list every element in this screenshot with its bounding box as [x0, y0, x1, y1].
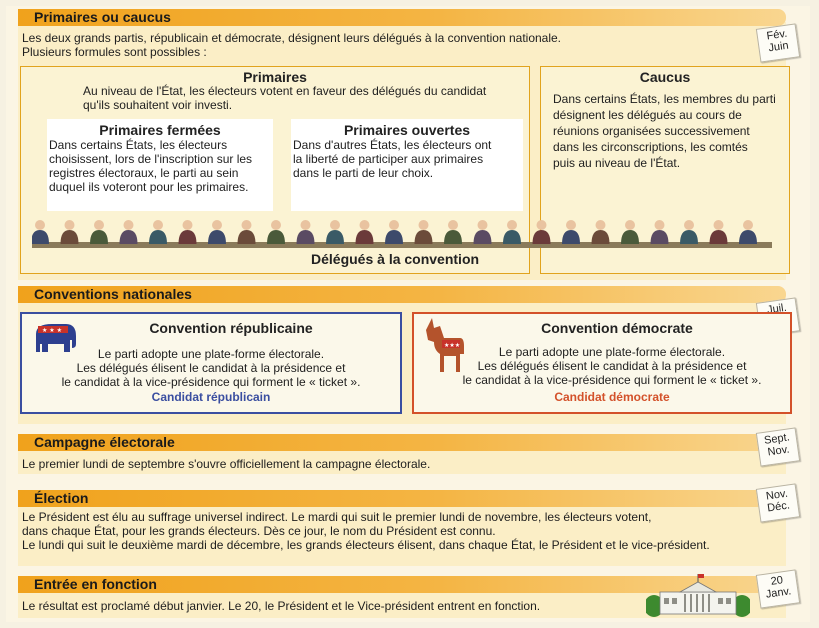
delegate-figure: [119, 220, 138, 244]
donkey-icon: ★★★: [426, 318, 464, 372]
democrat-line: Les délégués élisent le candidat à la pr…: [477, 359, 747, 373]
delegate-figure: [532, 220, 551, 244]
delegates-label: Délégués à la convention: [311, 251, 480, 267]
delegate-figure: [32, 220, 49, 244]
closed-primaries-line: Dans certains États, les électeurs: [49, 138, 228, 152]
primaries-band: Primaires ou caucus: [18, 9, 786, 26]
open-primaries-line: la liberté de participer aux primaires: [293, 152, 484, 166]
caucus-line: désignent les délégués au cours de: [553, 108, 742, 122]
open-primaries-box: Primaires ouvertes Dans d'autres États, …: [291, 119, 523, 211]
delegate-figure: [503, 220, 521, 244]
closed-primaries-line: choisissent, lors de l'inscription sur l…: [49, 152, 253, 166]
democrat-heading: Convention démocrate: [541, 320, 693, 336]
electoral-process-diagram: Primaires ou caucus Les deux grands part…: [6, 6, 810, 622]
delegates-bench: [32, 242, 772, 248]
delegate-figure: [355, 220, 374, 244]
open-primaries-line: Dans d'autres États, les électeurs ont: [293, 138, 492, 152]
delegate-figure: [60, 220, 79, 244]
inauguration-title: Entrée en fonction: [34, 576, 157, 592]
closed-primaries-line: registres électoraux, le parti au sein: [49, 166, 239, 180]
republican-line: Le parti adopte une plate-forme électora…: [97, 347, 325, 361]
delegate-figure: [739, 220, 757, 244]
democrat-convention-box: ★★★ Convention démocrate Le parti adopte…: [412, 312, 792, 414]
closed-primaries-box: Primaires fermées Dans certains États, l…: [47, 119, 273, 211]
delegate-figure: [326, 220, 344, 244]
campaign-band: Campagne électorale: [18, 434, 786, 451]
date-note-inauguration: 20 Janv.: [755, 569, 801, 609]
republican-line: le candidat à la vice-présidence qui for…: [61, 375, 361, 389]
primaries-text-1: Au niveau de l'État, les électeurs voten…: [83, 84, 487, 98]
republican-convention-box: ★ ★ ★ Convention républicaine Le parti a…: [20, 312, 402, 414]
open-primaries-heading: Primaires ouvertes: [343, 122, 471, 138]
delegate-figure: [296, 220, 315, 244]
caucus-line: Dans certains États, les membres du part…: [553, 92, 776, 106]
election-title: Élection: [34, 490, 89, 506]
democrat-candidate: Candidat démocrate: [554, 390, 670, 404]
closed-primaries-heading: Primaires fermées: [99, 122, 221, 138]
conventions-band: Conventions nationales: [18, 286, 786, 303]
white-house-icon: [646, 574, 750, 617]
caucus-line: dans les circonscriptions, les comtés: [553, 140, 748, 154]
election-line: Le lundi qui suit le deuxième mardi de d…: [22, 538, 710, 552]
republican-heading: Convention républicaine: [149, 320, 313, 336]
republican-line: Les délégués élisent le candidat à la pr…: [76, 361, 346, 375]
conventions-title: Conventions nationales: [34, 286, 192, 302]
inauguration-text: Le résultat est proclamé début janvier. …: [22, 599, 541, 613]
inauguration-band: Entrée en fonction: [18, 576, 786, 593]
delegate-figure: [591, 220, 610, 244]
delegate-figure: [385, 220, 403, 244]
primaries-box: Primaires Au niveau de l'État, les élect…: [20, 66, 530, 274]
open-primaries-line: dans le parti de leur choix.: [293, 166, 434, 180]
delegate-figure: [267, 220, 285, 244]
democrat-line: Le parti adopte une plate-forme électora…: [498, 345, 726, 359]
election-line: Le Président est élu au suffrage univers…: [22, 510, 652, 524]
election-band: Élection: [18, 490, 786, 507]
primaries-intro-2: Plusieurs formules sont possibles :: [22, 45, 207, 59]
elephant-icon: ★ ★ ★: [36, 324, 76, 352]
election-section: [18, 502, 786, 566]
caucus-heading: Caucus: [639, 69, 691, 85]
caucus-line: réunions organisées successivement: [553, 124, 750, 138]
campaign-text: Le premier lundi de septembre s'ouvre of…: [22, 457, 431, 471]
delegate-figure: [650, 220, 669, 244]
delegate-figure: [444, 220, 462, 244]
primaries-title: Primaires ou caucus: [34, 9, 171, 25]
date-note-election: Nov. Déc.: [755, 483, 801, 523]
delegates-illustration: [32, 220, 772, 248]
primaries-intro-1: Les deux grands partis, républicain et d…: [22, 31, 562, 45]
svg-text:★ ★ ★: ★ ★ ★: [42, 327, 62, 334]
date-note-primaries: Fév. Juin: [755, 23, 801, 63]
date-note-campaign: Sept. Nov.: [755, 427, 801, 467]
primaries-text-2: qu'ils souhaitent voir investi.: [83, 98, 233, 112]
closed-primaries-line: duquel ils voteront pour les primaires.: [49, 180, 249, 194]
delegate-figure: [208, 220, 226, 244]
svg-text:★★★: ★★★: [444, 342, 460, 349]
election-line: dans chaque État, pour les grands électe…: [22, 524, 496, 538]
delegate-figure: [149, 220, 167, 244]
delegate-figure: [414, 220, 433, 244]
delegates-row: [32, 220, 757, 244]
delegate-figure: [709, 220, 728, 244]
delegate-figure: [90, 220, 108, 244]
caucus-line: puis au niveau de l'État.: [553, 156, 681, 170]
republican-candidate: Candidat républicain: [151, 390, 271, 404]
delegate-figure: [680, 220, 698, 244]
delegate-figure: [562, 220, 580, 244]
delegate-figure: [621, 220, 639, 244]
delegate-figure: [237, 220, 256, 244]
primaries-heading: Primaires: [243, 69, 307, 85]
delegate-figure: [473, 220, 492, 244]
campaign-title: Campagne électorale: [34, 434, 175, 450]
delegate-figure: [178, 220, 197, 244]
democrat-line: le candidat à la vice-présidence qui for…: [462, 373, 762, 387]
